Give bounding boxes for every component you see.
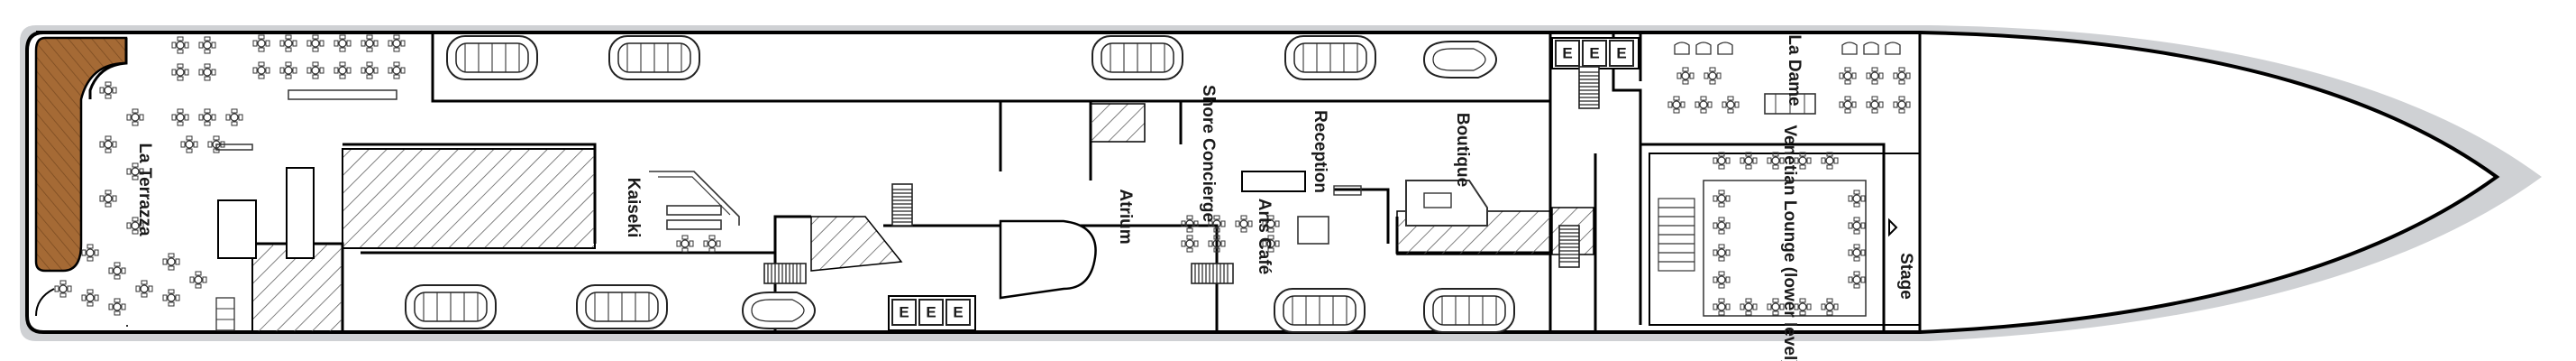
elevator-letter: E <box>953 303 963 320</box>
boutique-counter <box>1405 180 1488 227</box>
elevators-aft: E E E <box>888 295 976 331</box>
reception-label: Reception <box>1311 110 1329 193</box>
terrace-furniture <box>54 81 243 331</box>
la-dame-tables <box>1667 42 1911 115</box>
shore-concierge-label: Shore Concierge <box>1199 85 1218 222</box>
elevator-letter: E <box>926 303 936 320</box>
terrace-deck <box>34 36 128 273</box>
elevator-letter: E <box>1562 44 1572 61</box>
la-terrazza-label: La Terrazza <box>135 143 154 236</box>
stage-label: Stage <box>1896 253 1915 300</box>
boutique-label: Boutique <box>1453 113 1472 187</box>
atrium-lobby <box>999 219 1097 300</box>
elevator-letter: E <box>899 303 909 320</box>
atrium-label: Atrium <box>1116 189 1135 244</box>
cafe-furniture <box>1181 171 1362 253</box>
kaiseki-furniture <box>649 171 740 253</box>
arts-cafe-label: Arts Café <box>1255 199 1274 274</box>
aft-dining-tables <box>171 34 406 151</box>
venetian-lounge-label: Venetian Lounge (lower level) <box>1780 125 1799 361</box>
elevator-letter: E <box>1616 44 1626 61</box>
la-dame-label: La Dame <box>1785 34 1804 106</box>
elevator-letter: E <box>1589 44 1599 61</box>
elevators-forward: E E E <box>1551 37 1640 69</box>
stage-marker <box>1888 218 1898 237</box>
aft-lounge-bar <box>286 167 315 259</box>
aft-lounge-table <box>217 199 257 259</box>
venetian-lounge-seating <box>1649 152 1921 326</box>
kaiseki-label: Kaiseki <box>624 178 643 238</box>
